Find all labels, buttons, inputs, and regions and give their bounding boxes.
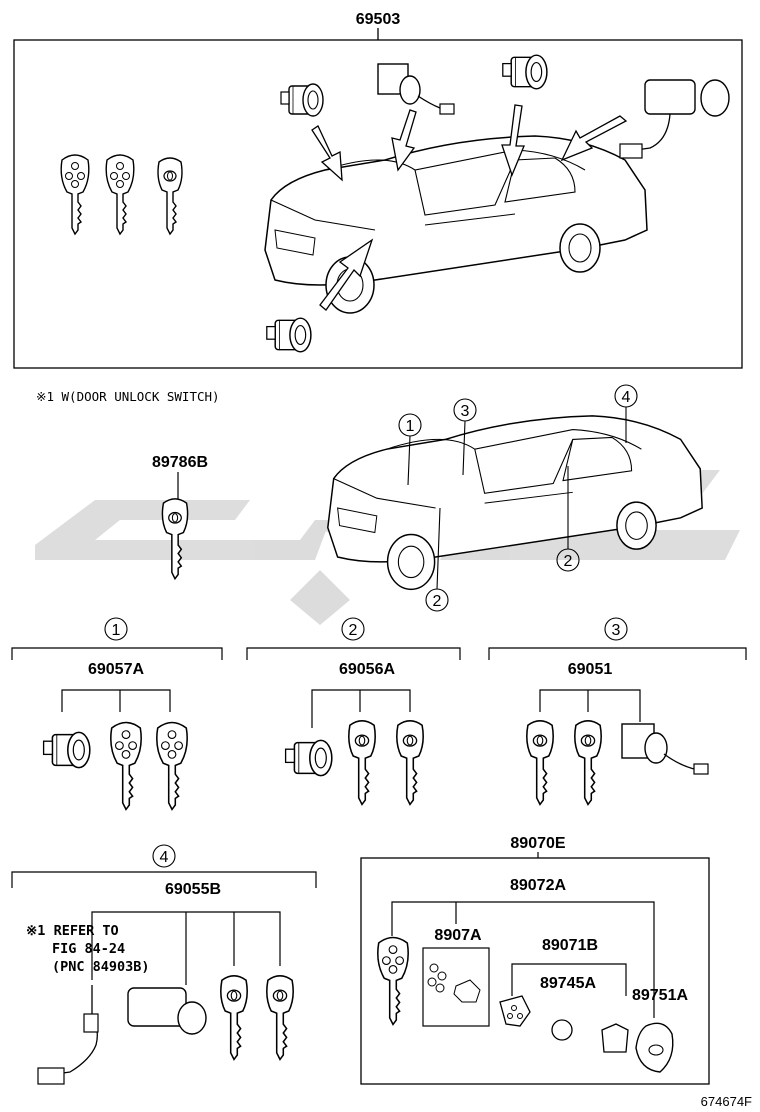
ignition-cylinder-top	[377, 63, 455, 115]
trunk-lock-assembly-top	[619, 79, 730, 159]
pointer-arrows	[311, 104, 628, 311]
door-lock-cylinder-bottom-left	[266, 317, 312, 353]
label-89070E: 89070E	[510, 835, 565, 852]
callout-2-car-rear: 2	[564, 553, 573, 570]
group-4-callout: 4	[160, 849, 169, 866]
label-8907A: 8907A	[434, 927, 482, 944]
housing-cover-part	[601, 1023, 629, 1053]
assembly-box-69503	[13, 39, 743, 369]
group1-remote-key-1	[110, 721, 142, 811]
location-callouts	[398, 384, 638, 612]
group2-cylinder	[284, 739, 333, 777]
note-door-unlock-switch: ※1 W(DOOR UNLOCK SWITCH)	[36, 389, 220, 404]
group3-key-1	[526, 720, 554, 806]
label-89072A: 89072A	[510, 877, 566, 894]
transmitter-buttons-8907A	[427, 963, 481, 1003]
group4-trunk-lock-assembly	[37, 985, 207, 1085]
group-2-callout: 2	[349, 622, 358, 639]
transmitter-housing-89071B	[499, 995, 531, 1027]
refer-to-note-line1: ※1 REFER TO	[26, 923, 119, 939]
label-69056A: 69056A	[339, 661, 395, 678]
door-lock-cylinder-top-left	[280, 83, 324, 117]
car-illustration-middle	[327, 415, 703, 591]
group-3-callout: 3	[612, 622, 621, 639]
group3-ignition-cylinder	[621, 723, 709, 775]
key-set-box-89070E	[360, 857, 710, 1085]
label-69051: 69051	[568, 661, 613, 678]
refer-to-note-line2: FIG 84-24	[52, 941, 125, 957]
part-8907A-box	[422, 947, 490, 1027]
label-69057A: 69057A	[88, 661, 144, 678]
transmitter-cover-89751A	[635, 1022, 674, 1073]
key-plain	[157, 157, 183, 235]
transmitter-key-89072A	[377, 936, 409, 1026]
label-89745A: 89745A	[540, 975, 596, 992]
group4-key-1	[220, 975, 248, 1061]
refer-to-note-line3: (PNC 84903B)	[52, 959, 150, 975]
key-blank-89786B	[161, 498, 189, 580]
group-1-callout: 1	[112, 622, 121, 639]
callout-2-car-front: 2	[433, 593, 442, 610]
label-69055B: 69055B	[165, 881, 221, 898]
callout-4-car: 4	[622, 389, 631, 406]
group3-key-2	[574, 720, 602, 806]
label-89071B: 89071B	[542, 937, 598, 954]
battery-89745A	[551, 1019, 573, 1041]
drawing-id: 674674F	[701, 1094, 752, 1109]
group4-key-2	[266, 975, 294, 1061]
door-lock-cylinder-top-right	[502, 54, 548, 90]
group2-key-2	[396, 720, 424, 806]
key-remote-middle	[105, 154, 135, 235]
group1-remote-key-2	[156, 721, 188, 811]
label-89751A: 89751A	[632, 987, 688, 1004]
label-89786B: 89786B	[152, 454, 208, 471]
group2-key-1	[348, 720, 376, 806]
key-remote-left	[60, 154, 90, 235]
label-69503: 69503	[356, 11, 401, 28]
callout-3-car: 3	[461, 403, 470, 420]
callout-1-car: 1	[406, 418, 415, 435]
group1-cylinder	[42, 731, 91, 769]
